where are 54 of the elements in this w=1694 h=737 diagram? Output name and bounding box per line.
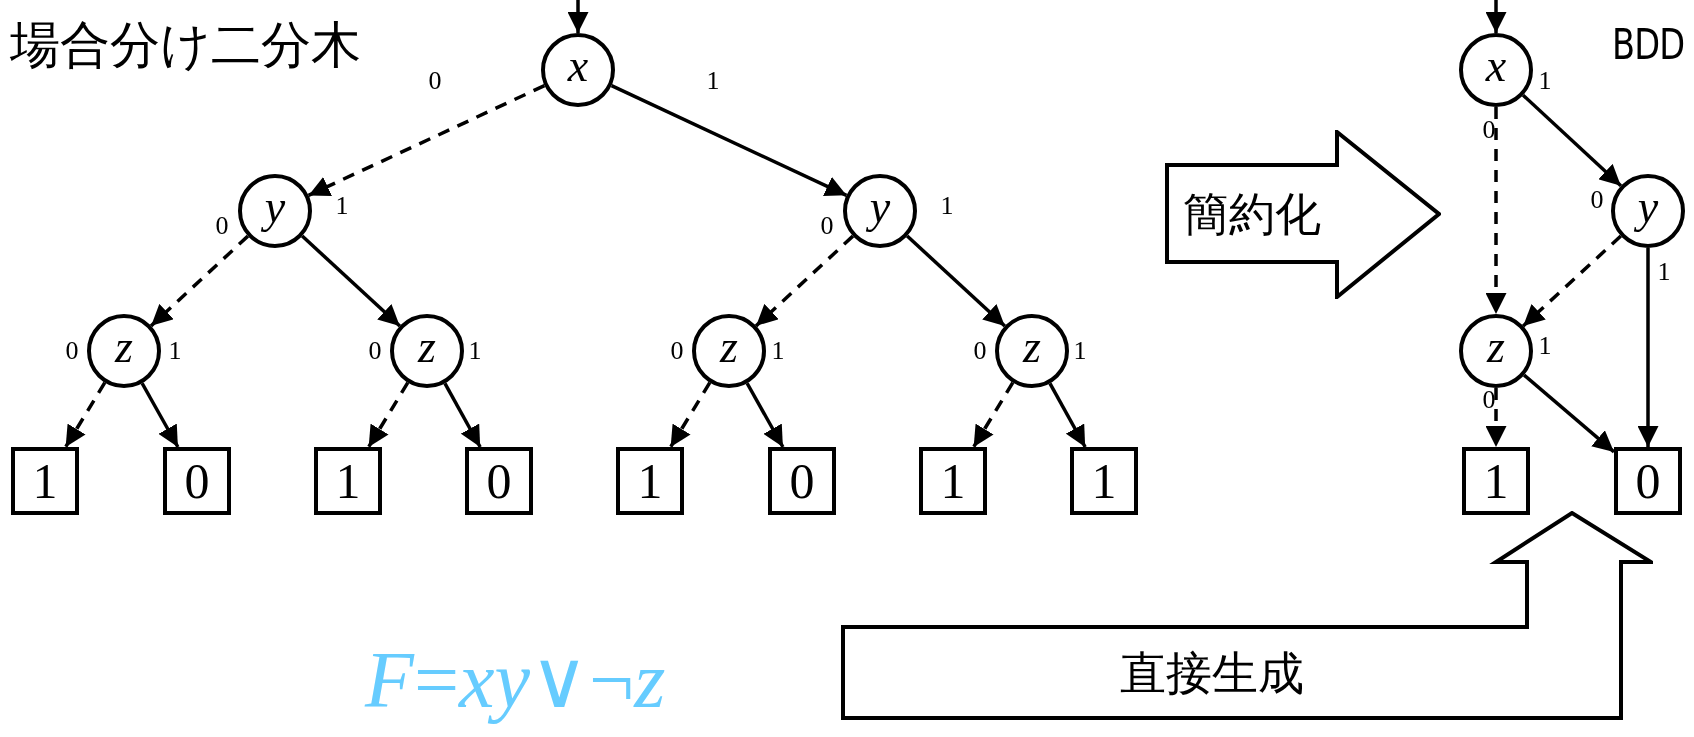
arrow xyxy=(754,234,855,328)
edge-label: 1 xyxy=(1538,68,1552,94)
terminal-node-box: 0 xyxy=(768,447,836,515)
terminal-node-box: 0 xyxy=(163,447,231,515)
edge-label: 1 xyxy=(335,193,349,219)
arrow xyxy=(1048,382,1087,448)
arrow xyxy=(443,382,482,448)
edge-label: 0 xyxy=(1590,187,1604,213)
arrow xyxy=(1522,234,1622,328)
edge-label: 0 xyxy=(820,213,834,239)
block-arrow: 簡約化 xyxy=(1165,130,1441,299)
edge-label: 1 xyxy=(168,338,182,364)
terminal-node-box: 0 xyxy=(465,447,533,515)
arrow xyxy=(1521,93,1623,188)
edge-label: 0 xyxy=(65,338,79,364)
arrow xyxy=(1485,388,1507,447)
edge-label: 0 xyxy=(368,338,382,364)
edge-label: 0 xyxy=(1482,117,1496,143)
arrow xyxy=(906,234,1006,328)
terminal-node-box: 1 xyxy=(11,447,79,515)
arrow xyxy=(745,382,785,448)
arrow xyxy=(149,234,250,328)
arrow xyxy=(1523,373,1616,454)
edge-label: 1 xyxy=(706,68,720,94)
edge-label: 1 xyxy=(468,338,482,364)
edge-label: 0 xyxy=(973,338,987,364)
arrow xyxy=(1485,0,1507,33)
arrow xyxy=(140,382,180,448)
edge-label: 1 xyxy=(771,338,785,364)
terminal-node-box: 1 xyxy=(1070,447,1138,515)
block-arrow: 直接生成 xyxy=(841,511,1653,720)
edge-label: 0 xyxy=(1482,387,1496,413)
edge-label: 1 xyxy=(1538,333,1552,359)
arrow xyxy=(64,381,107,448)
arrow xyxy=(972,381,1015,448)
terminal-node-box: 1 xyxy=(1462,447,1530,515)
terminal-node-box: 1 xyxy=(314,447,382,515)
edge-label: 1 xyxy=(1073,338,1087,364)
terminal-node-box: 1 xyxy=(919,447,987,515)
diagram-title: 場合分け二分木 xyxy=(10,20,361,70)
edge-label: 0 xyxy=(428,68,442,94)
bdd-heading: BDD xyxy=(1612,24,1685,66)
terminal-node-box: 1 xyxy=(616,447,684,515)
edge-label: 0 xyxy=(670,338,684,364)
terminal-node-box: 0 xyxy=(1614,447,1682,515)
arrow xyxy=(1637,248,1659,447)
arrow xyxy=(301,234,401,328)
arrow xyxy=(669,381,712,448)
arrow xyxy=(367,381,410,448)
arrow xyxy=(1485,107,1507,314)
arrow xyxy=(567,0,589,33)
edge-label: 1 xyxy=(940,193,954,219)
edge-label: 0 xyxy=(215,213,229,239)
edge-label: 1 xyxy=(1657,259,1671,285)
